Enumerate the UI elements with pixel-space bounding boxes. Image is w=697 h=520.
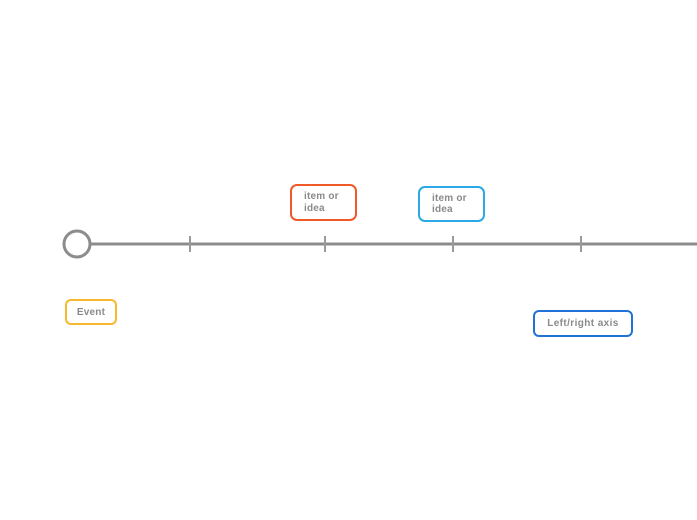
callout-left-right-axis[interactable]: Left/right axis — [533, 310, 633, 337]
callout-item-or-idea-blue[interactable]: item or idea — [418, 186, 485, 222]
callout-item-or-idea-orange[interactable]: item or idea — [290, 184, 357, 221]
callout-event[interactable]: Event — [65, 299, 117, 325]
timeline-start-circle-icon[interactable] — [62, 229, 92, 259]
